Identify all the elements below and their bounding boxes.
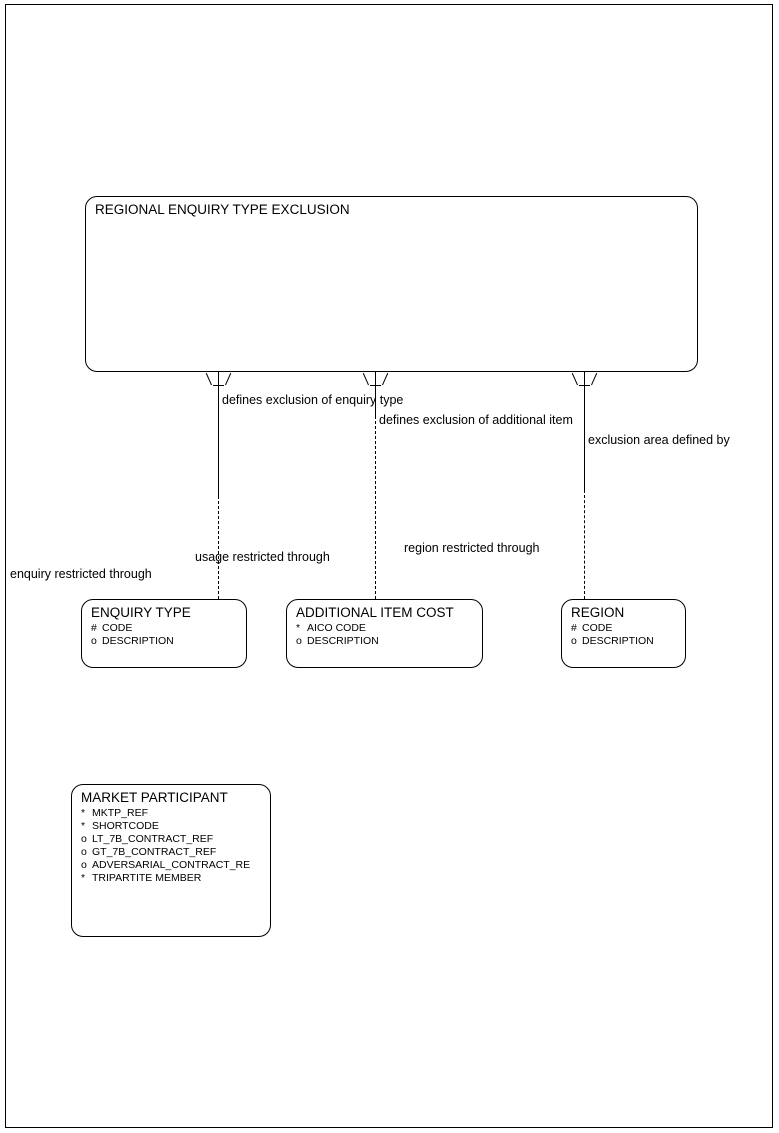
relationship-label-defines-exclusion-of-additional-item: defines exclusion of additional item [379,413,573,427]
relationship-line-additional-item-dashed [375,416,376,599]
entity-attribute-list: # CODE o DESCRIPTION [571,622,654,648]
attribute-row: o DESCRIPTION [296,635,379,648]
entity-regional-enquiry-type-exclusion[interactable]: REGIONAL ENQUIRY TYPE EXCLUSION [85,196,698,372]
relationship-line-enquiry-type-dashed [218,496,219,599]
crowfoot-icon-enquiry-type [205,372,232,386]
relationship-label-exclusion-area-defined-by: exclusion area defined by [588,433,730,447]
attribute-marker: o [91,635,97,647]
relationship-line-region-solid [584,372,585,490]
attribute-label: SHORTCODE [92,820,159,832]
attribute-label: LT_7B_CONTRACT_REF [92,833,214,845]
attribute-row: o GT_7B_CONTRACT_REF [81,846,250,859]
attribute-label: DESCRIPTION [102,635,174,647]
entity-attribute-list: * AICO CODE o DESCRIPTION [296,622,379,648]
attribute-marker: o [571,635,577,647]
attribute-row: # CODE [91,622,174,635]
entity-title: ENQUIRY TYPE [91,605,191,620]
attribute-row: o DESCRIPTION [91,635,174,648]
entity-title: REGIONAL ENQUIRY TYPE EXCLUSION [95,202,350,217]
attribute-label: ADVERSARIAL_CONTRACT_RE [92,859,251,871]
relationship-label-enquiry-restricted-through: enquiry restricted through [10,567,152,581]
attribute-marker: o [296,635,302,647]
crowfoot-icon-region [571,372,598,386]
attribute-label: CODE [102,622,133,634]
attribute-row: * SHORTCODE [81,820,250,833]
attribute-row: o DESCRIPTION [571,635,654,648]
attribute-label: DESCRIPTION [307,635,379,647]
entity-enquiry-type[interactable]: ENQUIRY TYPE # CODE o DESCRIPTION [81,599,247,668]
attribute-label: GT_7B_CONTRACT_REF [92,846,217,858]
attribute-marker: # [571,622,577,634]
attribute-row: * MKTP_REF [81,807,250,820]
page-border [5,4,773,1128]
attribute-label: TRIPARTITE MEMBER [92,872,202,884]
entity-additional-item-cost[interactable]: ADDITIONAL ITEM COST * AICO CODE o DESCRIP… [286,599,483,668]
attribute-row: # CODE [571,622,654,635]
attribute-row: o LT_7B_CONTRACT_REF [81,833,250,846]
entity-attribute-list: * MKTP_REF * SHORTCODE o LT_7B_CONTRACT_REF… [81,807,250,885]
relationship-line-region-dashed [584,490,585,599]
attribute-marker: * [81,820,86,832]
attribute-marker: * [81,872,86,884]
relationship-label-defines-exclusion-of-enquiry-type: defines exclusion of enquiry type [222,393,404,407]
relationship-label-region-restricted-through: region restricted through [404,541,540,555]
entity-title: MARKET PARTICIPANT [81,790,228,805]
attribute-marker: * [81,807,86,819]
entity-title: ADDITIONAL ITEM COST [296,605,454,620]
relationship-line-additional-item-solid [375,372,376,416]
attribute-label: DESCRIPTION [582,635,654,647]
attribute-marker: # [91,622,97,634]
attribute-marker: o [81,833,87,845]
attribute-row: * TRIPARTITE MEMBER [81,872,250,885]
entity-title: REGION [571,605,625,620]
attribute-row: * AICO CODE [296,622,379,635]
attribute-marker: o [81,846,87,858]
entity-region[interactable]: REGION # CODE o DESCRIPTION [561,599,686,668]
attribute-label: CODE [582,622,613,634]
entity-attribute-list: # CODE o DESCRIPTION [91,622,174,648]
attribute-label: AICO CODE [307,622,366,634]
crowfoot-icon-additional-item [362,372,389,386]
attribute-label: MKTP_REF [92,807,149,819]
attribute-row: o ADVERSARIAL_CONTRACT_RE [81,859,250,872]
relationship-label-usage-restricted-through: usage restricted through [195,550,330,564]
relationship-line-enquiry-type-solid [218,372,219,496]
entity-market-participant[interactable]: MARKET PARTICIPANT * MKTP_REF * SHORTCODE … [71,784,271,937]
attribute-marker: * [296,622,301,634]
attribute-marker: o [81,859,87,871]
